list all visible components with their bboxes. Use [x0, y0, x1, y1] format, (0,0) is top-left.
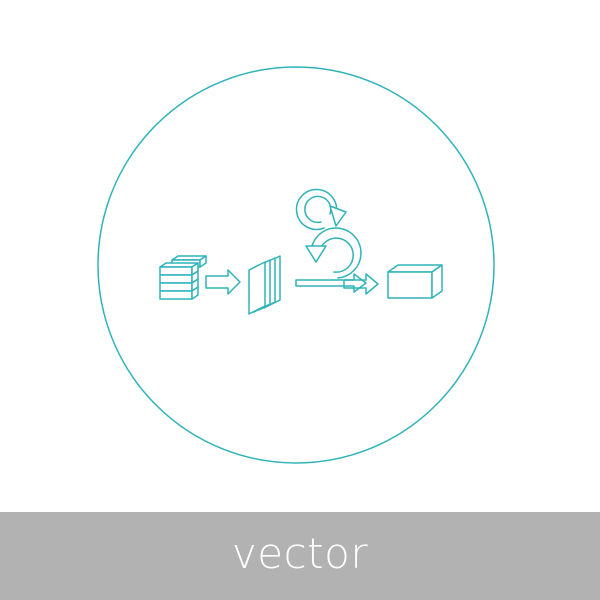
footer-label: vector [231, 529, 369, 578]
circle-frame [97, 66, 495, 464]
box-icon [387, 264, 443, 299]
right-arrow-icon [205, 269, 241, 295]
cycle-arrows-icon [295, 188, 379, 295]
stacked-boards-icon [159, 255, 207, 300]
layered-sheets-icon [248, 255, 281, 315]
icon-area [97, 66, 495, 464]
footer-bar: vector [0, 512, 600, 600]
process-icon-svg [97, 66, 495, 464]
